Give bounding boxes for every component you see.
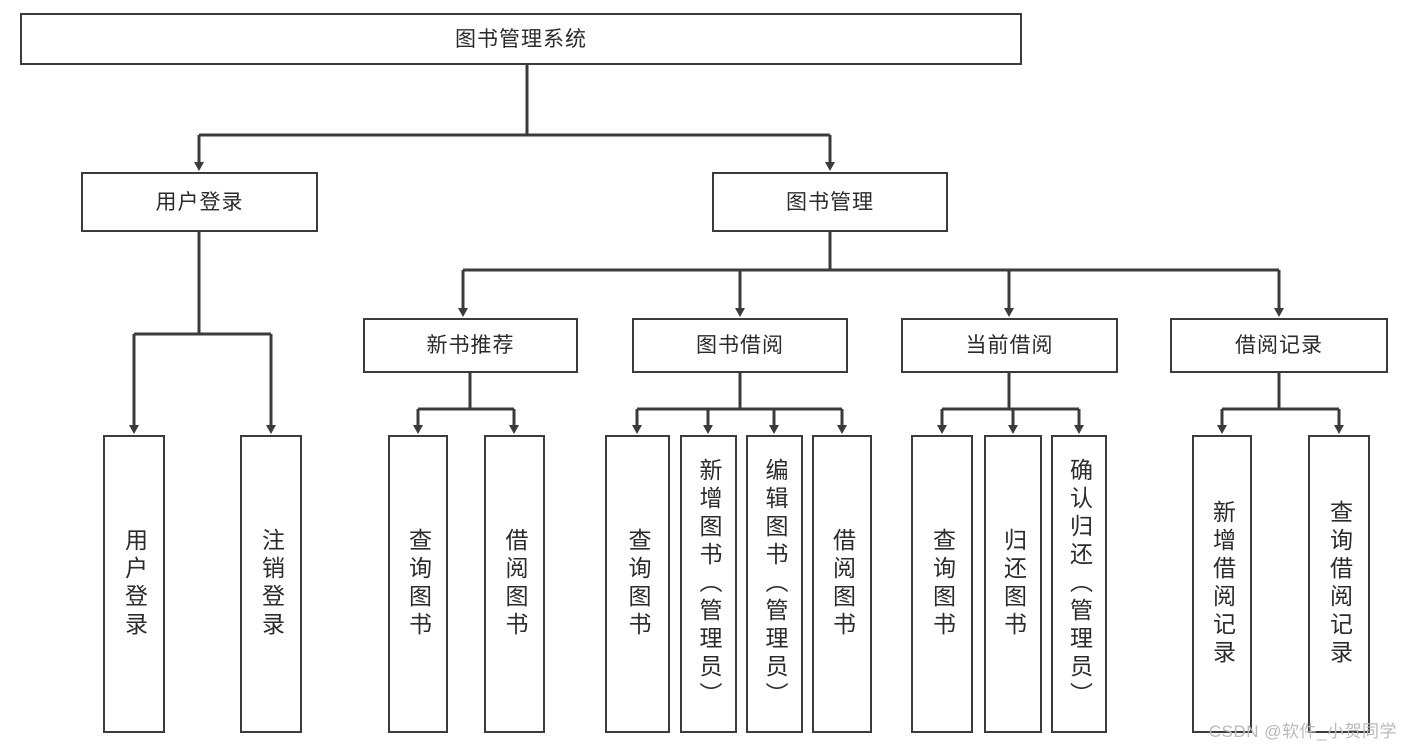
node-leaf-add-book-label: 新增图书（管理员） [696,458,722,710]
node-leaf-query-record[interactable]: 查询借阅记录 [1308,435,1370,733]
node-leaf-edit-book-label: 编辑图书（管理员） [762,458,788,710]
node-leaf-confirm-return-label: 确认归还（管理员） [1066,458,1093,710]
node-new-book-rec-label: 新书推荐 [426,334,515,357]
node-leaf-query-book-1[interactable]: 查询图书 [388,435,448,733]
node-leaf-borrow-book-1-label: 借阅图书 [502,528,528,640]
node-leaf-query-book-3-label: 查询图书 [929,528,956,640]
node-leaf-borrow-book-1[interactable]: 借阅图书 [484,435,545,733]
node-leaf-borrow-book-2[interactable]: 借阅图书 [812,435,872,733]
node-leaf-add-book[interactable]: 新增图书（管理员） [680,435,737,733]
node-leaf-logout[interactable]: 注销登录 [240,435,302,733]
node-leaf-return-book-label: 归还图书 [1000,528,1027,640]
node-book-manage[interactable]: 图书管理 [712,172,948,232]
node-current-borrow-label: 当前借阅 [965,334,1054,357]
node-borrow-record[interactable]: 借阅记录 [1170,318,1388,373]
node-leaf-return-book[interactable]: 归还图书 [984,435,1042,733]
node-user-login[interactable]: 用户登录 [81,172,318,232]
node-leaf-add-record[interactable]: 新增借阅记录 [1192,435,1252,733]
node-leaf-confirm-return[interactable]: 确认归还（管理员） [1051,435,1107,733]
node-leaf-query-book-2-label: 查询图书 [625,528,651,640]
node-leaf-borrow-book-2-label: 借阅图书 [829,528,856,640]
node-leaf-user-login-label: 用户登录 [121,528,148,640]
node-leaf-query-book-3[interactable]: 查询图书 [911,435,973,733]
node-current-borrow[interactable]: 当前借阅 [901,318,1118,373]
node-leaf-logout-label: 注销登录 [258,528,285,640]
node-book-borrow[interactable]: 图书借阅 [632,318,848,373]
node-book-manage-label: 图书管理 [786,190,874,214]
node-leaf-query-book-1-label: 查询图书 [405,528,432,640]
node-root[interactable]: 图书管理系统 [20,13,1022,65]
node-leaf-user-login[interactable]: 用户登录 [103,435,165,733]
node-leaf-query-record-label: 查询借阅记录 [1326,500,1353,668]
node-user-login-label: 用户登录 [155,190,244,214]
node-leaf-add-record-label: 新增借阅记录 [1209,500,1236,668]
node-leaf-query-book-2[interactable]: 查询图书 [605,435,670,733]
node-new-book-rec[interactable]: 新书推荐 [363,318,578,373]
node-root-label: 图书管理系统 [455,27,587,51]
watermark: CSDN @软件_小贺同学 [1208,722,1397,741]
node-leaf-edit-book[interactable]: 编辑图书（管理员） [746,435,803,733]
node-borrow-record-label: 借阅记录 [1235,334,1323,357]
node-book-borrow-label: 图书借阅 [696,334,784,357]
